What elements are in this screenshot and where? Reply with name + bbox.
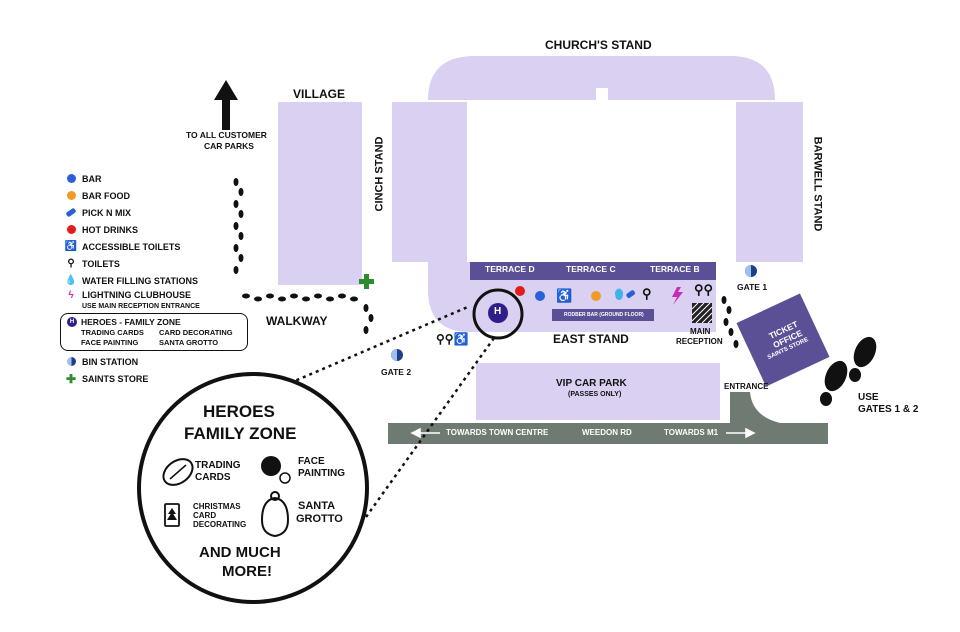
callout-footer-1: AND MUCH [199,544,281,561]
legend-hot-drinks: HOT DRINKS [64,221,264,238]
gate1-label: GATE 1 [737,282,768,292]
callout-title-1: HEROES [203,402,275,421]
use-gates-line2: GATES 1 & 2 [858,404,919,415]
legend-lightning: ϟ LIGHTNING CLUBHOUSE [64,289,264,301]
heroes-item-santa-grotto: SANTA GROTTO [159,338,219,347]
cinch-stand-label: CINCH STAND [373,136,386,212]
entrance-label: ENTRANCE [724,382,769,391]
callout-santa-2: GROTTO [296,513,343,525]
sweet-icon [65,207,77,218]
churchs-stand [428,56,775,100]
heroes-item-face-painting: FACE PAINTING [81,338,139,347]
map-legend: BAR BAR FOOD PICK N MIX HOT DRINKS ♿ ACC… [64,170,264,311]
vip-sub-label: (PASSES ONLY) [568,391,622,398]
toilets-reception-icon: ⚲⚲ [694,282,714,297]
callout-trading-1: TRADING [195,460,241,471]
heroes-h-label: H [494,306,502,317]
road-right-label: TOWARDS M1 [664,428,719,437]
rodber-bar-label: RODBER BAR (GROUND FLOOR) [564,312,644,318]
water-drop-icon: 💧 [64,275,78,286]
vip-car-park [476,363,720,420]
legend-lightning-sub: USE MAIN RECEPTION ENTRANCE [82,302,200,310]
legend-bin-station: BIN STATION [64,353,138,370]
road [388,392,828,444]
callout-santa-1: SANTA [298,500,336,512]
village-block [278,102,362,285]
legend-bar-food: BAR FOOD [64,187,264,204]
vip-car-park-label: VIP CAR PARK [556,378,627,389]
up-arrow-icon [214,80,238,130]
heroes-legend-box: H HEROES - FAMILY ZONE TRADING CARDS CAR… [60,313,248,351]
main-reception-line2: RECEPTION [676,337,723,346]
bar-dot-icon [66,174,76,183]
road-left-label: TOWARDS TOWN CENTRE [446,428,549,437]
to-car-parks-line2: CAR PARKS [204,141,254,151]
bar-food-dot-icon [66,191,76,200]
heroes-callout-circle [137,372,369,604]
big-footprints-icon [820,336,877,406]
legend-saints-store: ✚ SAINTS STORE [65,371,149,386]
cinch-stand [392,102,467,262]
heroes-marker-icon [488,303,508,323]
barwell-stand [736,102,803,262]
lightning-icon: ϟ [68,289,74,301]
callout-christmas-1: CHRISTMAS [193,502,241,511]
walkway-label: WALKWAY [266,314,328,328]
accessible-toilets-gate-icon: ⚲⚲♿ [436,332,469,346]
terrace-d-label: TERRACE D [485,264,535,274]
callout-christmas-3: DECORATING [193,520,247,529]
face-paint-icon [261,456,281,476]
legend-water: 💧 WATER FILLING STATIONS [64,275,198,286]
bin-icon [64,356,78,368]
legend-pick-n-mix: PICK N MIX [64,204,264,221]
callout-face-1: FACE [298,456,325,467]
village-label: VILLAGE [293,87,346,101]
hot-drinks-dot-icon [66,225,76,234]
road-mid-label: WEEDON RD [582,428,632,437]
callout-christmas-2: CARD [193,511,217,520]
footprint-trail [233,178,739,348]
churchs-stand-label: CHURCH'S STAND [545,38,652,52]
legend-accessible-toilets: ♿ ACCESSIBLE TOILETS [64,241,181,252]
ticket-office [736,293,830,387]
callout-face-2: PAINTING [298,468,346,479]
rodber-bar-strip [552,309,654,321]
to-car-parks-line1: TO ALL CUSTOMER [186,130,267,140]
rugby-ball-icon [162,458,194,486]
east-stand-label: EAST STAND [553,332,629,346]
heroes-badge-icon: H [67,317,77,327]
cross-icon: ✚ [65,371,77,386]
tunnel-notch [596,88,608,100]
accessible-icon: ♿ [64,241,78,252]
callout-title-2: FAMILY ZONE [184,424,297,443]
use-gates-line1: USE [858,392,879,403]
gate2-label: GATE 2 [381,367,412,377]
main-reception-line1: MAIN [690,327,711,336]
terrace-b-label: TERRACE B [650,264,700,274]
santa-icon [260,496,290,538]
legend-bar: BAR [64,170,264,187]
barwell-stand-label: BARWELL STAND [811,136,824,232]
accessible-toilets-east-icon: ♿ [556,288,573,303]
heroes-item-card-decorating: CARD DECORATING [159,328,233,337]
saints-store-cross-icon [359,274,374,289]
callout-trading-2: CARDS [195,472,231,483]
terrace-c-label: TERRACE C [566,264,616,274]
toilets-icon: ⚲ [67,258,75,269]
card-icon [164,503,180,527]
toilets-east-icon: ⚲ [642,286,652,301]
callout-footer-2: MORE! [222,563,272,580]
terrace-strip [470,262,716,280]
heroes-item-trading: TRADING CARDS [81,328,144,337]
legend-toilets: ⚲ TOILETS [64,255,264,272]
